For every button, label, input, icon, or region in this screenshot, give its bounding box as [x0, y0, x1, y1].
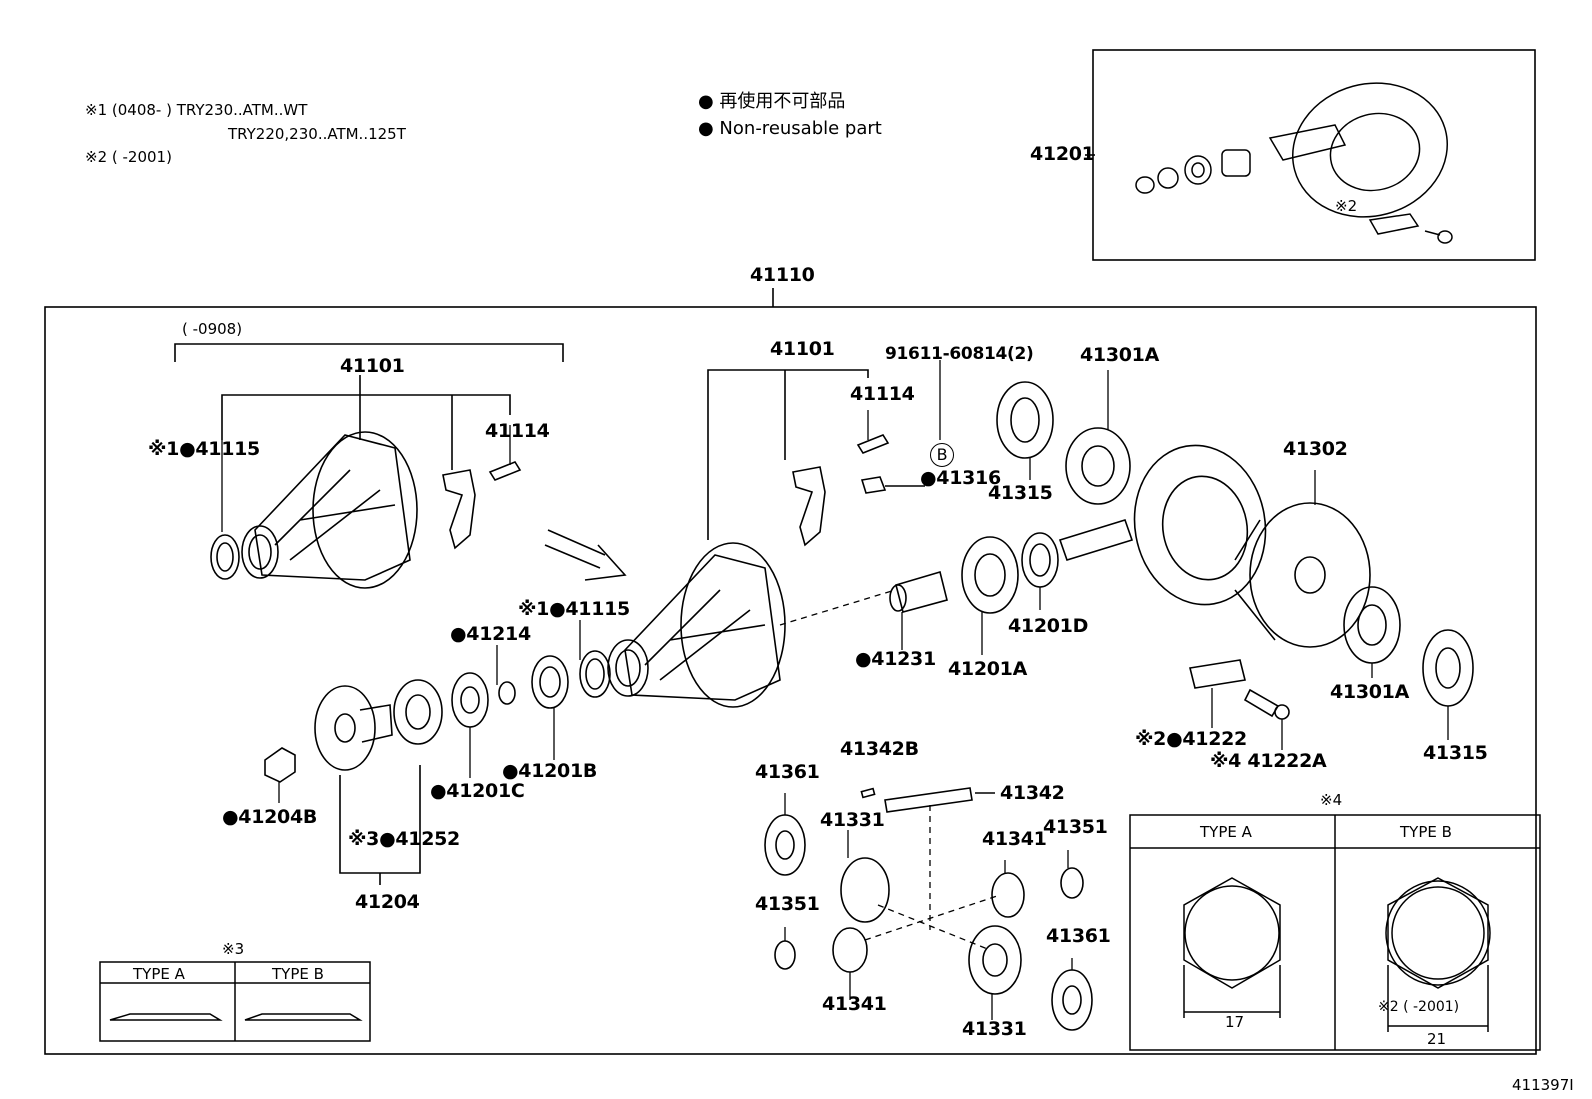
label-41115-mid[interactable]: ※1●41115	[518, 598, 630, 620]
label-41204[interactable]: 41204	[355, 891, 420, 913]
label-41342[interactable]: 41342	[1000, 782, 1065, 804]
main-assembly-box	[44, 306, 1537, 1055]
label-41331-right[interactable]: 41331	[962, 1018, 1027, 1040]
label-41342b[interactable]: 41342B	[840, 738, 919, 760]
label-41301a-bottom[interactable]: 41301A	[1330, 681, 1410, 703]
label-41222a[interactable]: ※4 41222A	[1210, 750, 1327, 772]
label-41114-right[interactable]: 41114	[850, 383, 915, 405]
label-41115-left[interactable]: ※1●41115	[148, 438, 260, 460]
label-41331-left[interactable]: 41331	[820, 809, 885, 831]
label-41302[interactable]: 41302	[1283, 438, 1348, 460]
label-41351-left[interactable]: 41351	[755, 893, 820, 915]
legend-jp: ● 再使用不可部品	[698, 91, 846, 112]
type-box-3-a: TYPE A	[133, 965, 185, 983]
label-41201a[interactable]: 41201A	[948, 658, 1028, 680]
note-1: ※1 (0408- ) TRY230..ATM..WT	[85, 101, 308, 119]
type-box-4-b: TYPE B	[1400, 823, 1452, 841]
label-41201d[interactable]: 41201D	[1008, 615, 1089, 637]
note-1-line2: TRY220,230..ATM..125T	[228, 125, 406, 143]
label-41252[interactable]: ※3●41252	[348, 828, 460, 850]
figure-id: 411397I	[1512, 1076, 1574, 1094]
label-41214[interactable]: ●41214	[450, 623, 531, 645]
label-41361-left[interactable]: 41361	[755, 761, 820, 783]
label-41101-right[interactable]: 41101	[770, 338, 835, 360]
label-41201b[interactable]: ●41201B	[502, 760, 598, 782]
type-box-4-a: TYPE A	[1200, 823, 1252, 841]
note-marker-2: ※2	[1335, 197, 1358, 215]
note-2: ※2 ( -2001)	[85, 148, 172, 166]
label-41301a-top[interactable]: 41301A	[1080, 344, 1160, 366]
type-box-4-title: ※4	[1320, 791, 1343, 809]
type-box-3-b: TYPE B	[272, 965, 324, 983]
label-41361-right[interactable]: 41361	[1046, 925, 1111, 947]
label-41315-bottom[interactable]: 41315	[1423, 742, 1488, 764]
dimension-17: 17	[1225, 1013, 1245, 1031]
label-41101-left[interactable]: 41101	[340, 355, 405, 377]
dimension-21: 21	[1427, 1030, 1447, 1048]
label-41110[interactable]: 41110	[750, 264, 815, 286]
ring-pinion-box	[1092, 49, 1536, 261]
label-41351-right[interactable]: 41351	[1043, 816, 1108, 838]
label-41315-top[interactable]: 41315	[988, 482, 1053, 504]
label-41231[interactable]: ●41231	[855, 648, 936, 670]
type-box-4-note: ※2 ( -2001)	[1378, 999, 1460, 1015]
marker-b: B	[930, 443, 954, 467]
label-41341-right[interactable]: 41341	[982, 828, 1047, 850]
legend-en: ● Non-reusable part	[698, 118, 882, 139]
label-41204b[interactable]: ●41204B	[222, 806, 318, 828]
label-41114-left[interactable]: 41114	[485, 420, 550, 442]
carrier-housing-left	[210, 431, 522, 589]
range-0908: ( -0908)	[182, 320, 243, 338]
label-91611[interactable]: 91611-60814(2)	[885, 344, 1034, 364]
label-41201[interactable]: 41201	[1030, 143, 1095, 165]
label-41341-left[interactable]: 41341	[822, 993, 887, 1015]
label-41201c[interactable]: ●41201C	[430, 780, 525, 802]
type-box-3-title: ※3	[222, 940, 245, 958]
label-41222[interactable]: ※2●41222	[1135, 728, 1247, 750]
label-41316[interactable]: ●41316	[920, 467, 1001, 489]
carrier-housing-center	[264, 381, 1474, 1031]
